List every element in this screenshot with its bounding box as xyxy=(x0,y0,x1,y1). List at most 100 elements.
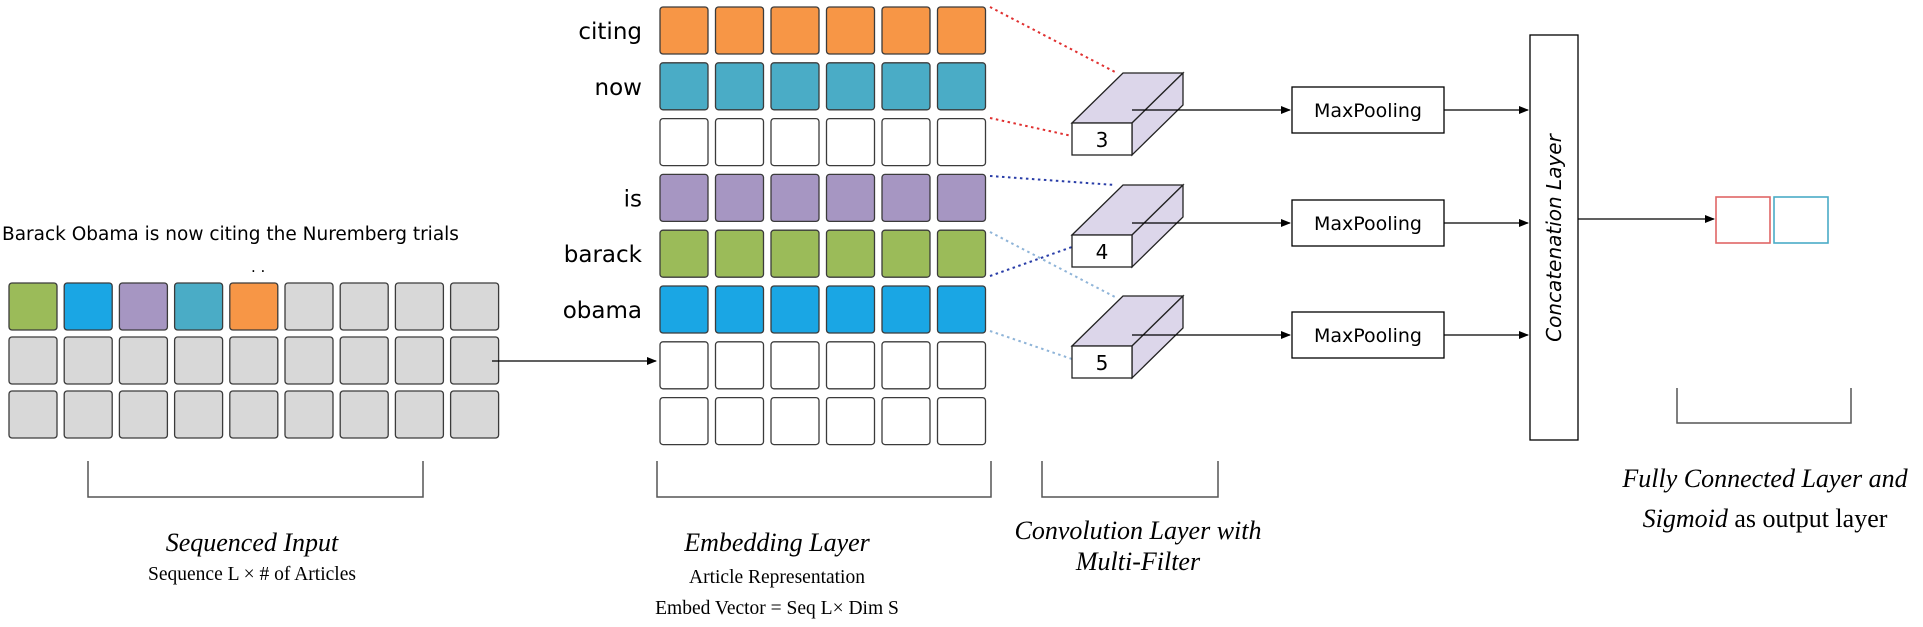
embedding-cell xyxy=(659,117,709,167)
output-node-1 xyxy=(1715,196,1771,244)
embedding-cell xyxy=(881,6,931,55)
convolution-layer-section: 345 Convolution Layer with Multi-Filter xyxy=(989,6,1262,576)
convolution-link xyxy=(989,246,1073,277)
convolution-connections xyxy=(989,6,1116,360)
input-sentence: Barack Obama is now citing the Nuremberg… xyxy=(2,224,459,245)
input-cell xyxy=(339,390,389,439)
output-caption-rest: as output layer xyxy=(1728,504,1888,533)
embedding-cell xyxy=(825,341,876,390)
input-cell xyxy=(63,336,113,385)
embedding-cell xyxy=(714,117,765,167)
input-grid xyxy=(8,282,500,439)
embedding-grid xyxy=(659,6,987,446)
input-cell xyxy=(394,390,445,439)
embedding-word: is xyxy=(624,186,642,212)
maxpooling-label: MaxPooling xyxy=(1314,213,1422,235)
embedding-cell xyxy=(770,6,820,55)
input-caption-title: Sequenced Input xyxy=(166,528,339,557)
input-cell xyxy=(449,282,500,331)
embedding-cell xyxy=(881,62,931,111)
input-cell xyxy=(284,336,334,385)
embedding-cell xyxy=(936,6,987,55)
embedding-cell xyxy=(825,396,876,446)
embedding-cell xyxy=(659,285,709,334)
input-cell xyxy=(449,390,500,439)
input-cell xyxy=(173,336,224,385)
input-cell xyxy=(284,282,334,331)
conv-filter-5: 5 xyxy=(1070,294,1185,380)
embedding-cell xyxy=(659,341,709,390)
embedding-cell xyxy=(714,229,765,278)
embedding-cell xyxy=(881,117,931,167)
conv-filter-3: 3 xyxy=(1070,71,1185,157)
embedding-cell xyxy=(825,117,876,167)
embedding-cell xyxy=(714,173,765,223)
conv-filter-front-face xyxy=(1071,345,1133,379)
convolution-link xyxy=(989,330,1073,360)
embedding-cell xyxy=(714,285,765,334)
embedding-cell xyxy=(659,396,709,446)
embedding-cell xyxy=(770,285,820,334)
convolution-caption-line2: Multi-Filter xyxy=(1075,547,1201,576)
conv-filter-size-label: 3 xyxy=(1096,128,1109,152)
conv-filter-size-label: 5 xyxy=(1096,351,1109,375)
embedding-word: barack xyxy=(564,242,643,268)
concatenation-box xyxy=(1529,34,1579,441)
embedding-cell xyxy=(825,173,876,223)
embedding-cell xyxy=(714,341,765,390)
input-cell xyxy=(339,282,389,331)
embedding-cell xyxy=(770,173,820,223)
embedding-caption-title: Embedding Layer xyxy=(683,528,870,557)
maxpooling-box xyxy=(1291,199,1445,247)
convolution-caption-line1: Convolution Layer with xyxy=(1015,516,1262,545)
input-cell xyxy=(229,282,279,331)
embedding-cell xyxy=(881,229,931,278)
input-cell xyxy=(8,282,58,331)
convolution-link xyxy=(989,117,1073,137)
output-node-2 xyxy=(1773,196,1829,244)
embedding-cell xyxy=(659,62,709,111)
input-cell xyxy=(8,336,58,385)
embedding-cell xyxy=(770,229,820,278)
embedding-cell xyxy=(936,173,987,223)
embedding-cell xyxy=(659,229,709,278)
input-cell xyxy=(229,390,279,439)
convolution-link xyxy=(989,6,1116,73)
convolution-filters: 345 xyxy=(1070,71,1185,380)
embedding-cell xyxy=(714,62,765,111)
input-cell xyxy=(173,282,224,331)
input-dots: . . xyxy=(251,258,265,276)
maxpooling-label: MaxPooling xyxy=(1314,325,1422,347)
embedding-cell xyxy=(770,62,820,111)
output-section: Fully Connected Layer and Sigmoid as out… xyxy=(1621,196,1909,533)
embedding-cell xyxy=(936,62,987,111)
embedding-cell xyxy=(770,117,820,167)
sequenced-input-section: Barack Obama is now citing the Nuremberg… xyxy=(2,224,500,585)
embedding-cell xyxy=(825,285,876,334)
output-caption-sigmoid: Sigmoid xyxy=(1643,504,1729,533)
input-cell xyxy=(63,282,113,331)
convolution-bracket xyxy=(1041,461,1219,498)
embedding-cell xyxy=(881,341,931,390)
embedding-word: now xyxy=(595,75,642,101)
embedding-cell xyxy=(936,229,987,278)
concatenation-layer: Concatenation Layer xyxy=(1529,34,1579,441)
input-cell xyxy=(339,336,389,385)
embedding-cell xyxy=(659,173,709,223)
input-cell xyxy=(173,390,224,439)
embedding-cell xyxy=(825,229,876,278)
input-cell xyxy=(118,282,169,331)
embedding-cell xyxy=(936,285,987,334)
embedding-cell xyxy=(936,341,987,390)
embedding-cell xyxy=(770,341,820,390)
concatenation-label: Concatenation Layer xyxy=(1542,132,1566,341)
input-bracket xyxy=(87,461,424,498)
input-cell xyxy=(394,282,445,331)
input-cell xyxy=(118,390,169,439)
input-caption-sub: Sequence L × # of Articles xyxy=(148,564,356,585)
embedding-cell xyxy=(825,62,876,111)
embedding-word: citing xyxy=(578,19,642,45)
